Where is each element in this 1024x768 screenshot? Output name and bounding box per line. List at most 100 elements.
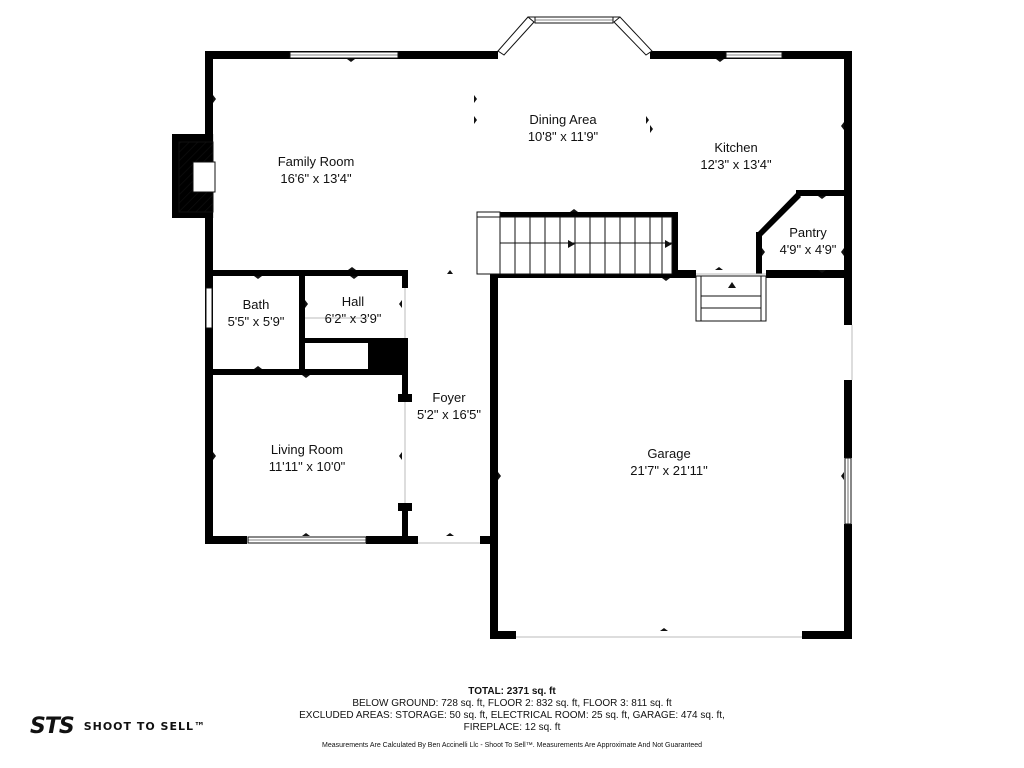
dining-area-dims: 10'8" x 11'9" (528, 129, 599, 144)
marker-dining-1 (474, 95, 477, 103)
stair-run (499, 216, 673, 275)
stair-arrow-2 (665, 240, 672, 248)
floor-plan: Family Room 16'6" x 13'4" Dining Area 10… (172, 16, 853, 639)
logo-text: SHOOT TO SELL™ (83, 719, 207, 733)
wall-pantry-left (756, 232, 762, 274)
marker-garage-left (498, 472, 501, 480)
closet-block (368, 338, 408, 372)
living-room-dims: 11'11" x 10'0" (269, 459, 346, 474)
wall-living-right-cap (398, 394, 412, 402)
fireplace-area: FIREPLACE: 12 sq. ft (463, 722, 561, 733)
marker-bath-bottom (254, 366, 262, 369)
family-room-name: Family Room (278, 154, 355, 169)
marker-pantry-right (841, 248, 844, 256)
hall-dims: 6'2" x 3'9" (325, 311, 382, 326)
wall-right-upper (844, 51, 852, 325)
room-labels: Family Room 16'6" x 13'4" Dining Area 10… (228, 112, 837, 478)
wall-pantry-angle (758, 192, 801, 236)
marker-family-left (213, 95, 216, 103)
garage-name: Garage (647, 446, 690, 461)
dining-area-name: Dining Area (529, 112, 597, 127)
steps-arrow (728, 282, 736, 288)
wall-right-mid (844, 380, 852, 458)
wall-pantry-top (796, 190, 848, 196)
floor-areas: BELOW GROUND: 728 sq. ft, FLOOR 2: 832 s… (352, 698, 672, 709)
wall-bath-top (205, 270, 408, 276)
stair-landing (476, 211, 501, 275)
marker-garage-top (662, 278, 670, 281)
marker-living-right (399, 452, 402, 460)
marker-garage-right (841, 472, 844, 480)
pantry-name: Pantry (789, 225, 827, 240)
wall-left-lower (205, 218, 213, 544)
marker-kitchen-bottom (715, 267, 723, 270)
sts-logo-mark: STS (30, 713, 75, 739)
living-room-name: Living Room (271, 442, 343, 457)
wall-garage-left (490, 272, 498, 639)
marker-living-bottom (302, 533, 310, 536)
fireplace (172, 134, 216, 218)
kitchen-dims: 12'3" x 13'4" (700, 157, 772, 172)
family-room-dims: 16'6" x 13'4" (280, 171, 352, 186)
marker-dining-4 (650, 125, 653, 133)
wall-garage-bottom-left (490, 631, 516, 639)
interior-walls (205, 190, 848, 544)
marker-hall-top (350, 276, 358, 279)
wall-left-upper (205, 51, 213, 134)
marker-family-top (347, 59, 355, 62)
total-area: TOTAL: 2371 sq. ft (468, 686, 556, 697)
stairs (476, 211, 767, 322)
marker-kitchen-top (716, 59, 724, 62)
marker-bath-top-1 (348, 267, 356, 270)
marker-dining-2 (474, 116, 477, 124)
marker-hall-right (399, 300, 402, 308)
pantry-dims: 4'9" x 4'9" (780, 242, 837, 257)
windows (205, 16, 852, 544)
bath-name: Bath (243, 297, 270, 312)
wall-bottom-mid (366, 536, 418, 544)
marker-foyer-top (447, 270, 453, 274)
wall-right-lower (844, 524, 852, 639)
marker-living-top (302, 375, 310, 378)
fireplace-firebox (192, 161, 216, 193)
wall-hall-bottom (305, 338, 368, 343)
marker-pantry-left (762, 248, 765, 256)
garage-dims: 21'7" x 21'11" (630, 463, 708, 478)
wall-bottom-left (205, 536, 247, 544)
hall-name: Hall (342, 294, 365, 309)
garage-steps (695, 275, 767, 322)
marker-pantry-bottom (818, 270, 826, 273)
window-bath-left (205, 287, 213, 329)
wall-living-right-upper (402, 372, 408, 400)
wall-living-right-lower (402, 503, 408, 544)
kitchen-name: Kitchen (714, 140, 757, 155)
marker-living-left (213, 452, 216, 460)
wall-stair-right (672, 212, 678, 274)
wall-garage-bottom-right (802, 631, 852, 639)
openings (212, 134, 853, 638)
marker-bath-top (254, 276, 262, 279)
wall-stair-top (500, 212, 678, 217)
door-markers (213, 59, 844, 631)
wall-living-top (205, 369, 405, 375)
foyer-name: Foyer (432, 390, 466, 405)
bath-dims: 5'5" x 5'9" (228, 314, 285, 329)
window-bay-right (613, 16, 653, 56)
foyer-dims: 5'2" x 16'5" (417, 407, 481, 422)
disclaimer: Measurements Are Calculated By Ben Accin… (321, 742, 702, 749)
marker-pantry-top (818, 196, 826, 199)
marker-dining-3 (646, 116, 649, 124)
wall-garage-top-right (766, 270, 852, 278)
wall-hall-right-top (402, 270, 408, 288)
wall-bath-hall (299, 276, 305, 372)
window-bay-left (497, 16, 535, 56)
marker-garage-bottom (660, 628, 668, 631)
shoot-to-sell-logo: STS SHOOT TO SELL™ (30, 713, 207, 739)
stair-treads (514, 217, 663, 274)
marker-hall-left (305, 300, 308, 308)
marker-foyer-bottom (446, 533, 454, 536)
stair-arrow (568, 240, 575, 248)
wall-bottom-foyer (480, 536, 498, 544)
marker-kitchen-right (841, 122, 844, 130)
excluded-areas: EXCLUDED AREAS: STORAGE: 50 sq. ft, ELEC… (299, 710, 725, 721)
